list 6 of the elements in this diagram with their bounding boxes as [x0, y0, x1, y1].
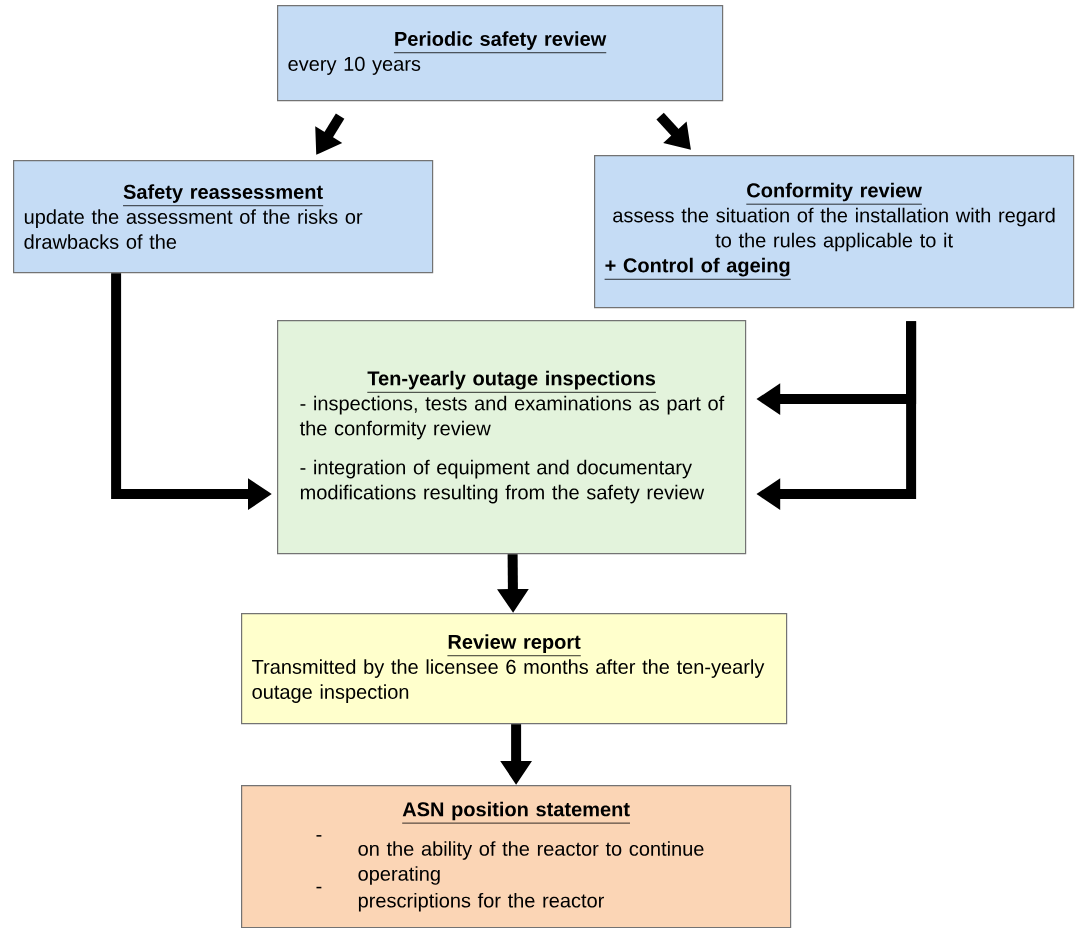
process-box: Ten-yearly outage inspections - inspections, tests and examinations as part of the conformity review - integration of equipment and documentary modifications resulting from the safety review: [277, 320, 747, 555]
process-box: Conformity review assess the situation of the installation with regard to the rules applicable to it + Control of ageing: [594, 155, 1075, 309]
process-box: Review report Transmitted by the licensee 6 months after the ten-yearly outage inspection: [241, 613, 788, 725]
process-box: Safety reassessment update the assessment of the risks or drawbacks of the: [13, 160, 434, 274]
process-box: ASN position statement - on the ability of the reactor to continue operating - prescriptions for the reactor: [241, 785, 792, 928]
process-box: Periodic safety review every 10 years: [277, 5, 724, 102]
